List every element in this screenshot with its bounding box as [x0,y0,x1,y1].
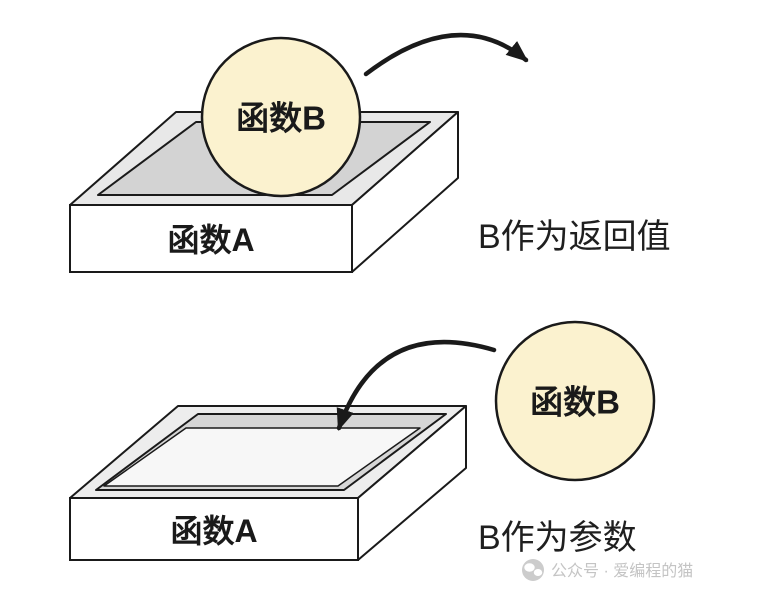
parameter-arrow [336,339,497,431]
bottom-caption: B作为参数 [478,519,637,557]
wechat-icon [522,559,544,581]
top-slab-front-face [69,204,353,273]
watermark-text: 公众号 · 爱编程的猫 [551,562,693,580]
return-arrow [363,32,529,77]
top-function-a-label: 函数A [167,222,254,258]
bottom-function-b-label: 函数B [530,384,620,421]
top-function-b-label: 函数B [236,100,326,137]
bottom-function-a-label: 函数A [170,513,257,549]
watermark: 公众号 · 爱编程的猫 [522,559,693,581]
bottom-function-b-ball [494,320,656,482]
top-diagram-group: 函数A 函数B B作为返回值 [69,32,671,273]
bottom-diagram-group: 函数A 函数B B作为参数 [69,320,656,561]
top-caption: B作为返回值 [478,218,671,256]
tray-floor [103,427,421,487]
tray-front-face [69,497,359,561]
top-function-b-ball [200,36,362,198]
